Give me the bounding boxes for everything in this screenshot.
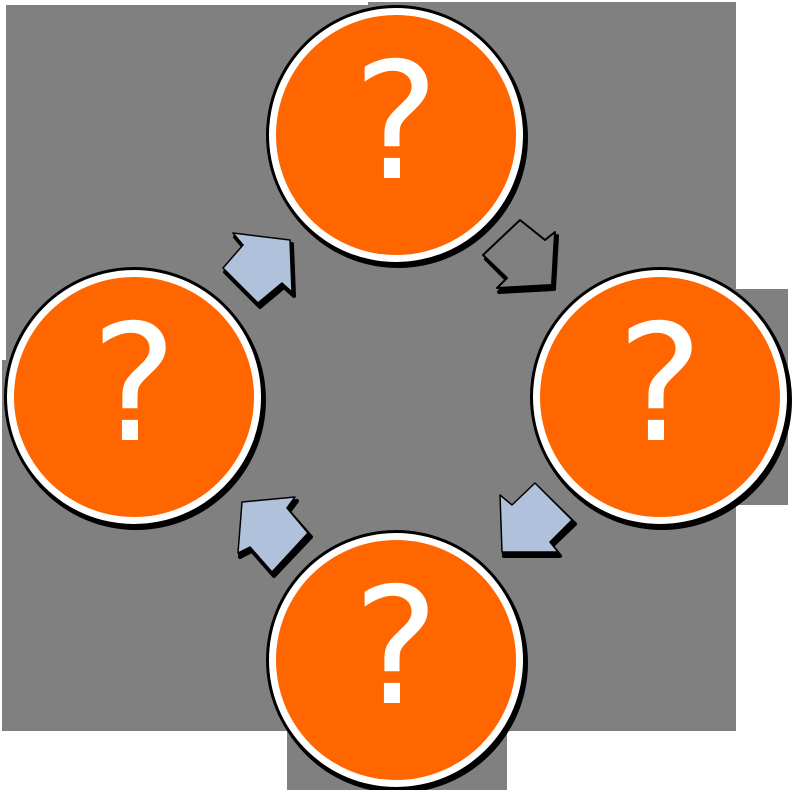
arrow-left-to-top [222,232,296,309]
node-top-label: ? [353,29,439,217]
node-right-label: ? [617,291,703,479]
node-left: ? [4,267,266,530]
node-top: ? [266,5,528,268]
arrow-bottom-to-left [237,496,313,578]
node-right: ? [530,267,792,530]
node-bottom: ? [266,530,528,790]
node-bottom-label: ? [353,554,439,742]
arrow-top-to-right [482,219,559,294]
node-left-label: ? [91,291,177,479]
arrow-right-to-bottom [499,482,577,558]
